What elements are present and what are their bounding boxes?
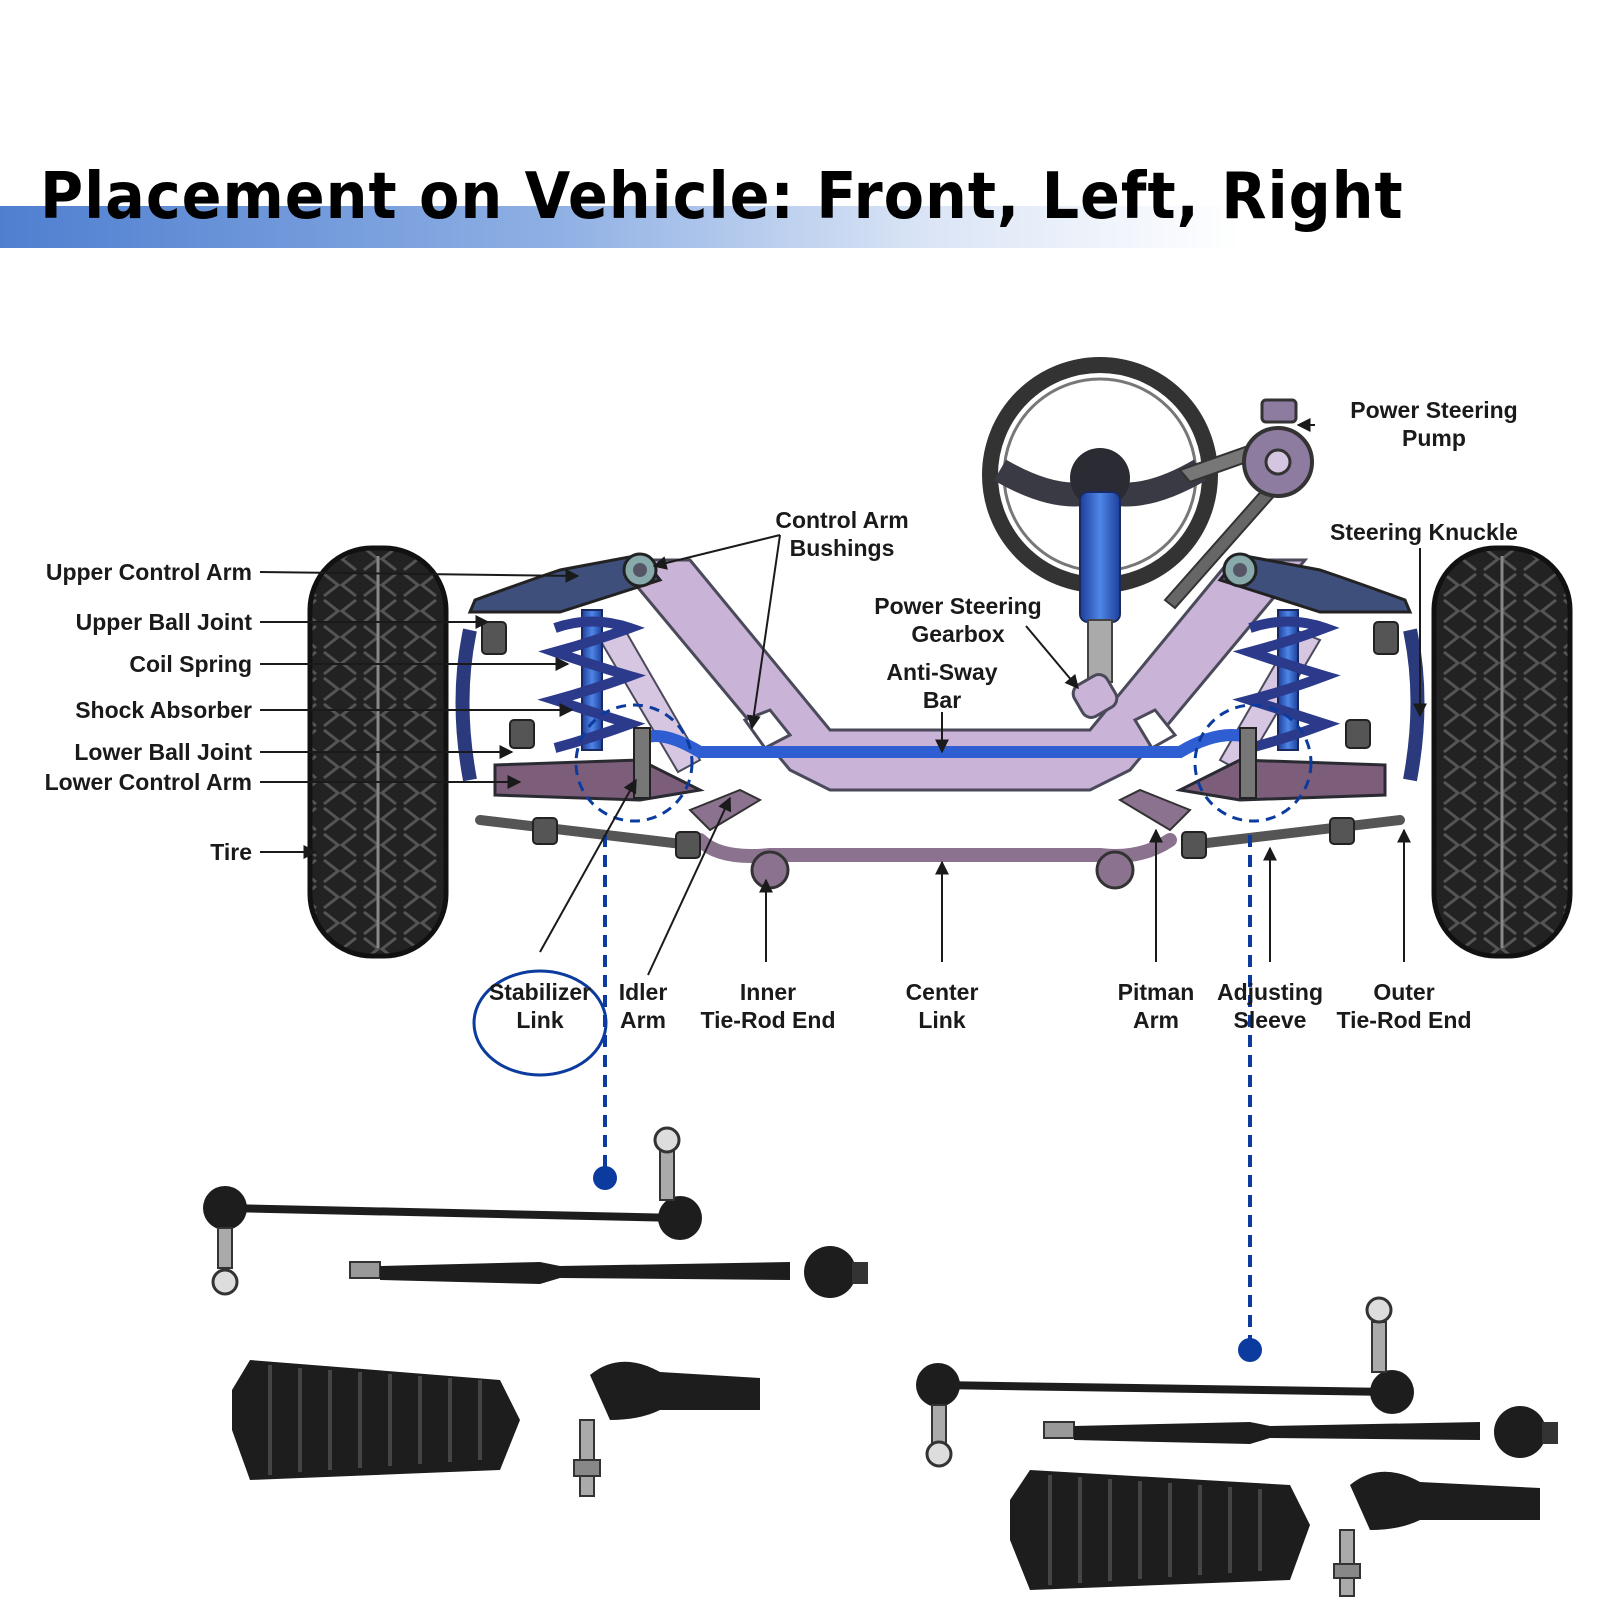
- left-upper-control-arm: [467, 552, 663, 614]
- label-center-link-line2: Link: [918, 1007, 965, 1033]
- left-outer-tie-rod-product: [573, 1361, 760, 1497]
- steering-column: [1071, 491, 1121, 719]
- steering-knuckles: [455, 621, 1425, 782]
- power-steering-pump-part: [1163, 398, 1314, 610]
- label-lower-control-arm: Lower Control Arm: [45, 769, 252, 795]
- label-stabilizer-link-line2: Link: [516, 1007, 563, 1033]
- label-coil-spring: Coil Spring: [129, 651, 252, 677]
- label-power-steering-gearbox-line1: Power Steering: [874, 593, 1041, 619]
- left-coil-spring: [537, 609, 647, 753]
- tie-rods-and-center-link: [475, 788, 1405, 890]
- left-parts-set: [203, 1126, 868, 1497]
- right-marker-dot: [1238, 1338, 1262, 1362]
- label-inner-tie-rod-end-line2: Tie-Rod End: [700, 1007, 835, 1033]
- label-idler-arm-line1: Idler: [619, 979, 668, 1005]
- right-lower-control-arm: [1175, 758, 1387, 802]
- right-coil-spring: [1232, 609, 1341, 753]
- label-tire: Tire: [210, 839, 252, 865]
- left-inner-tie-rod-product: [349, 1246, 868, 1298]
- left-marker-dot: [593, 1166, 617, 1190]
- part-labels: Upper Control Arm Upper Ball Joint Coil …: [45, 397, 1518, 1033]
- right-outer-tie-rod-product: [1333, 1471, 1540, 1597]
- left-rack-boot-product: [232, 1360, 520, 1480]
- label-inner-tie-rod-end-line1: Inner: [740, 979, 796, 1005]
- label-pitman-arm-line2: Arm: [1133, 1007, 1179, 1033]
- left-stabilizer-link-product: [203, 1126, 702, 1296]
- label-shock-absorber: Shock Absorber: [75, 697, 252, 723]
- label-anti-sway-bar-line2: Bar: [923, 687, 961, 713]
- stabilizer-link-callout-ring: [472, 969, 608, 1077]
- page-title: Placement on Vehicle: Front, Left, Right: [40, 160, 1404, 234]
- stabilizer-link-highlights: [472, 703, 1313, 1362]
- leader-lines: [259, 418, 1427, 976]
- right-tire: [1431, 545, 1573, 959]
- right-inner-tie-rod-product: [1043, 1406, 1558, 1458]
- label-adjusting-sleeve-line2: Sleeve: [1234, 1007, 1307, 1033]
- label-control-arm-bushings-line2: Bushings: [790, 535, 895, 561]
- label-stabilizer-link-line1: Stabilizer: [489, 979, 591, 1005]
- right-stabilizer-link-product: [916, 1296, 1414, 1468]
- label-outer-tie-rod-end-line2: Tie-Rod End: [1336, 1007, 1471, 1033]
- label-pitman-arm-line1: Pitman: [1118, 979, 1195, 1005]
- title-band: [0, 206, 1240, 248]
- right-upper-control-arm: [1217, 552, 1413, 614]
- right-parts-set: [916, 1296, 1558, 1597]
- label-power-steering-gearbox-line2: Gearbox: [911, 621, 1005, 647]
- label-power-steering-pump-line2: Pump: [1402, 425, 1466, 451]
- label-adjusting-sleeve-line1: Adjusting: [1217, 979, 1323, 1005]
- label-center-link-line1: Center: [906, 979, 979, 1005]
- label-upper-ball-joint: Upper Ball Joint: [76, 609, 253, 635]
- label-upper-control-arm: Upper Control Arm: [46, 559, 252, 585]
- label-steering-knuckle: Steering Knuckle: [1330, 519, 1518, 545]
- right-rack-boot-product: [1010, 1470, 1310, 1590]
- label-outer-tie-rod-end-line1: Outer: [1373, 979, 1434, 1005]
- label-control-arm-bushings-line1: Control Arm: [775, 507, 908, 533]
- label-lower-ball-joint: Lower Ball Joint: [74, 739, 252, 765]
- label-idler-arm-line2: Arm: [620, 1007, 666, 1033]
- label-power-steering-pump-line1: Power Steering: [1350, 397, 1517, 423]
- left-lower-control-arm: [493, 758, 705, 802]
- label-anti-sway-bar-line1: Anti-Sway: [886, 659, 997, 685]
